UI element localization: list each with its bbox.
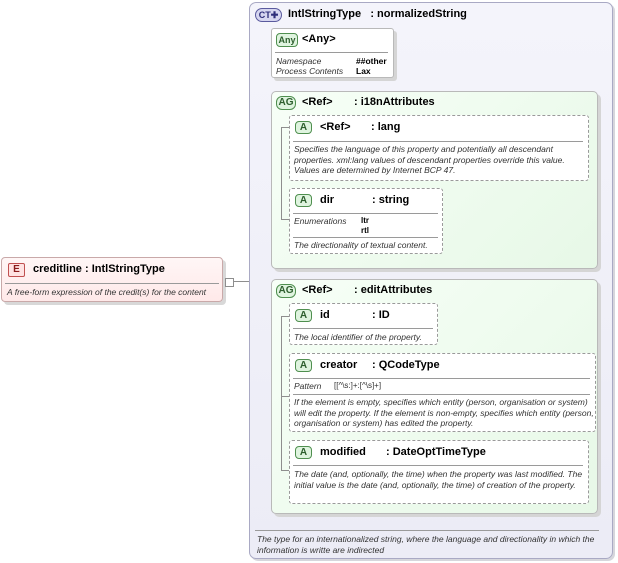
- creator-badge: A: [295, 359, 312, 372]
- any-badge: Any: [276, 33, 298, 47]
- lang-attribute-box[interactable]: A <Ref> : lang Specifies the language of…: [289, 115, 589, 181]
- dir-divider: [293, 213, 438, 214]
- dir-divider-2: [293, 237, 438, 238]
- complex-type-title: IntlStringType : normalizedString: [288, 8, 467, 20]
- any-box[interactable]: Any <Any> Namespace ##other Process Cont…: [271, 28, 394, 78]
- lang-ref: <Ref>: [320, 121, 351, 133]
- i18n-group-name: : i18nAttributes: [354, 96, 435, 108]
- i18n-inner-connector-dir: [281, 219, 289, 220]
- edit-inner-connector-creator: [281, 396, 289, 397]
- modified-name: modified: [320, 446, 366, 458]
- any-namespace-value: ##other: [356, 56, 387, 66]
- plus-icon: ✚: [270, 10, 279, 20]
- modified-type: : DateOptTimeType: [386, 446, 486, 458]
- creator-type: : QCodeType: [372, 359, 440, 371]
- dir-attribute-box[interactable]: A dir : string Enumerations ltr rtl The …: [289, 188, 443, 254]
- complex-type-name: IntlStringType: [288, 8, 362, 20]
- creator-attribute-box[interactable]: A creator : QCodeType Pattern [[^\s:]+:[…: [289, 353, 596, 432]
- lang-description: Specifies the language of this property …: [294, 144, 565, 175]
- creator-pattern-label: Pattern: [294, 381, 322, 391]
- element-type: : IntlStringType: [84, 263, 165, 275]
- any-process-label: Process Contents: [276, 66, 344, 76]
- complex-type-divider: [255, 530, 599, 531]
- lang-divider: [293, 141, 583, 142]
- any-namespace-label: Namespace: [276, 56, 322, 66]
- creator-divider: [293, 378, 590, 379]
- element-divider: [5, 283, 219, 284]
- id-description: The local identifier of the property.: [294, 332, 422, 342]
- edit-inner-trunk: [281, 316, 282, 470]
- any-name: <Any>: [302, 33, 336, 45]
- modified-description: The date (and, optionally, the time) whe…: [294, 469, 583, 490]
- element-description: A free-form expression of the credit(s) …: [7, 287, 207, 297]
- id-name: id: [320, 309, 330, 321]
- lang-name: : lang: [371, 121, 401, 133]
- any-divider: [275, 52, 388, 53]
- id-divider: [293, 328, 433, 329]
- id-type: : ID: [372, 309, 390, 321]
- complex-type-badge: CT✚: [255, 8, 282, 22]
- lang-badge: A: [295, 121, 312, 134]
- edit-group-badge: AG: [276, 284, 296, 298]
- creator-pattern-value: [[^\s:]+:[^\s]+]: [334, 381, 382, 390]
- modified-divider: [293, 465, 583, 466]
- element-badge: E: [8, 263, 25, 277]
- edit-inner-connector-id: [281, 316, 289, 317]
- dir-badge: A: [295, 194, 312, 207]
- complex-type-base: : normalizedString: [364, 8, 467, 20]
- dir-type: : string: [372, 194, 410, 206]
- dir-name: dir: [320, 194, 335, 206]
- creator-divider-2: [293, 394, 590, 395]
- connector-element-to-type: [222, 281, 258, 282]
- element-box[interactable]: E creditline : IntlStringType A free-for…: [1, 257, 234, 302]
- id-badge: A: [295, 309, 312, 322]
- edit-group-ref: <Ref>: [302, 284, 333, 296]
- element-name: creditline: [33, 263, 82, 275]
- creator-description: If the element is empty, specifies which…: [294, 397, 594, 428]
- modified-attribute-box[interactable]: A modified : DateOptTimeType The date (a…: [289, 440, 589, 504]
- i18n-inner-connector-lang: [281, 127, 289, 128]
- dir-enum-rtl: rtl: [361, 225, 369, 235]
- id-attribute-box[interactable]: A id : ID The local identifier of the pr…: [289, 303, 438, 345]
- dir-description: The directionality of textual content.: [294, 240, 428, 250]
- collapse-toggle-icon[interactable]: [225, 278, 234, 287]
- edit-group-name: : editAttributes: [354, 284, 433, 296]
- creator-name: creator: [320, 359, 358, 371]
- modified-badge: A: [295, 446, 312, 459]
- dir-enum-label: Enumerations: [294, 216, 347, 226]
- element-name-label: creditline : IntlStringType: [33, 263, 165, 275]
- i18n-inner-trunk: [281, 127, 282, 219]
- i18n-group-badge: AG: [276, 96, 296, 110]
- dir-enum-ltr: ltr: [361, 216, 369, 225]
- any-process-value: Lax: [356, 66, 371, 76]
- edit-inner-connector-modified: [281, 470, 289, 471]
- complex-type-description: The type for an internationalized string…: [257, 534, 595, 555]
- i18n-group-ref: <Ref>: [302, 96, 333, 108]
